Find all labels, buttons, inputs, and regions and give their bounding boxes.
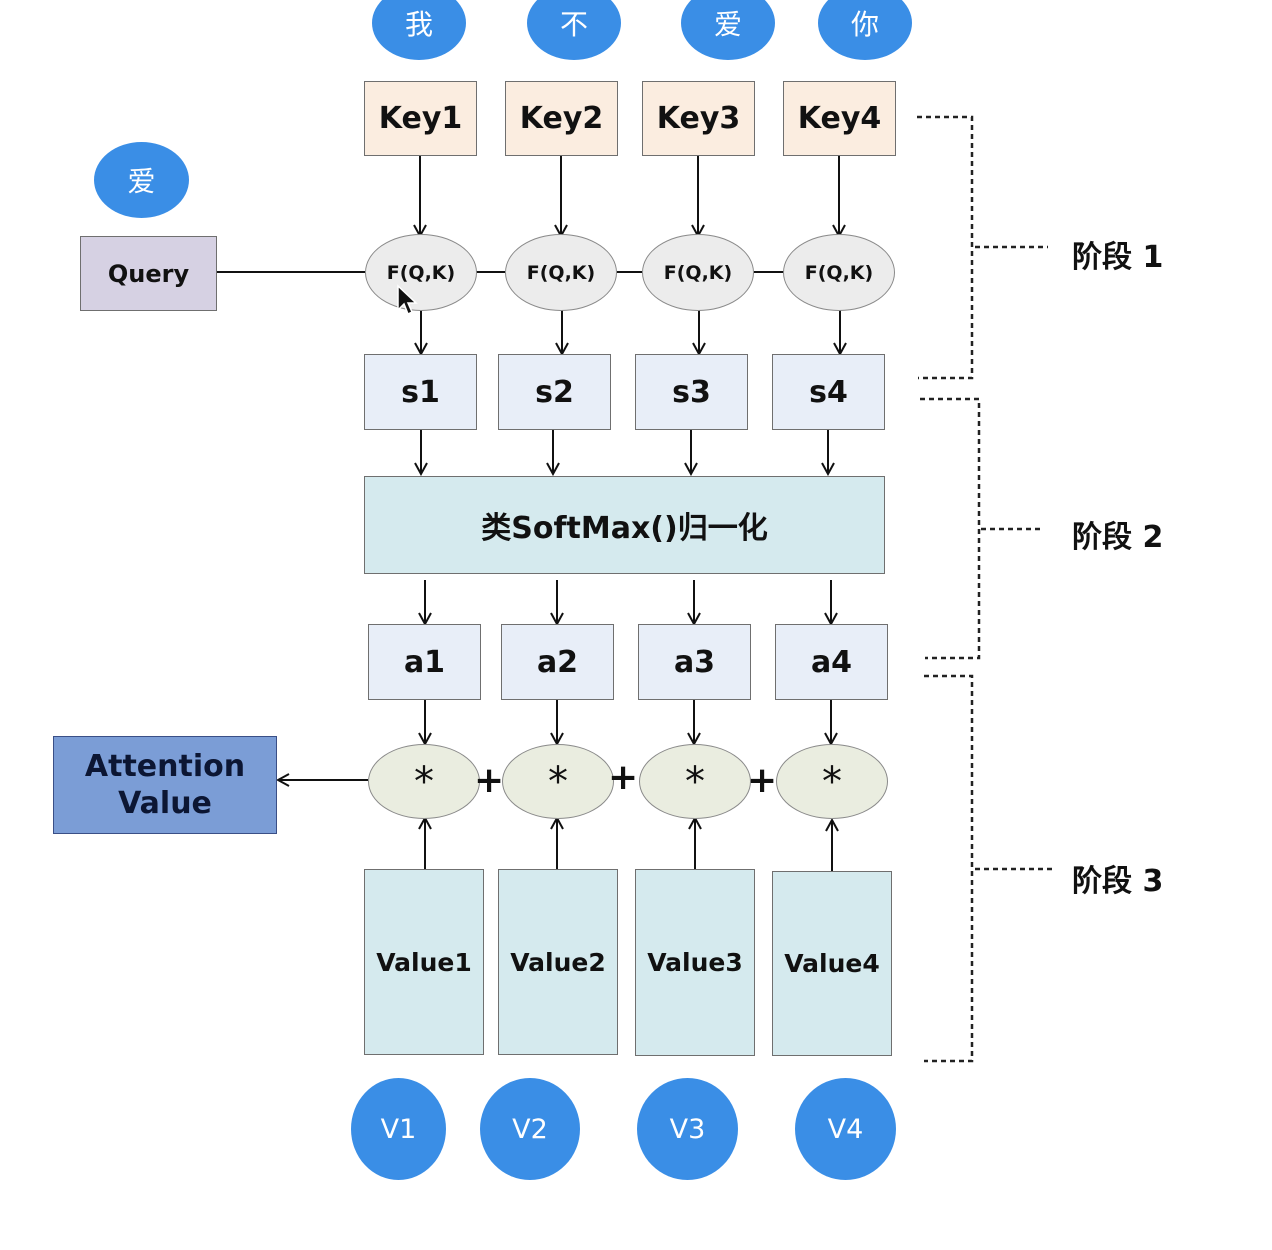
plus-sign: + xyxy=(747,760,778,801)
similarity-function-node: F(Q,K) xyxy=(783,234,895,311)
multiply-node: * xyxy=(502,744,614,819)
value-box: Value2 xyxy=(498,869,618,1055)
token-circle: 爱 xyxy=(681,0,775,60)
similarity-function-node: F(Q,K) xyxy=(642,234,754,311)
score-box: s1 xyxy=(364,354,477,430)
plus-sign: + xyxy=(608,757,639,798)
stage-label: 阶段 3 xyxy=(1072,864,1164,899)
key-box: Key3 xyxy=(642,81,755,156)
token-circle: 我 xyxy=(372,0,466,60)
query-box: Query xyxy=(80,236,217,311)
multiply-node: * xyxy=(368,744,480,819)
value-box: Value3 xyxy=(635,869,755,1056)
value-box: Value4 xyxy=(772,871,892,1056)
stage-label: 阶段 1 xyxy=(1072,240,1164,275)
query-token-circle: 爱 xyxy=(94,142,189,218)
value-token-circle: V3 xyxy=(637,1078,738,1180)
key-box: Key1 xyxy=(364,81,477,156)
value-token-circle: V2 xyxy=(480,1078,580,1180)
weight-box: a2 xyxy=(501,624,614,700)
similarity-function-node: F(Q,K) xyxy=(365,234,477,311)
attention-value-label-line1: Attention xyxy=(84,749,246,784)
multiply-node: * xyxy=(776,744,888,819)
weight-box: a3 xyxy=(638,624,751,700)
similarity-function-node: F(Q,K) xyxy=(505,234,617,311)
token-circle: 你 xyxy=(818,0,912,60)
weight-box: a4 xyxy=(775,624,888,700)
key-box: Key4 xyxy=(783,81,896,156)
score-box: s2 xyxy=(498,354,611,430)
score-box: s4 xyxy=(772,354,885,430)
stage-label: 阶段 2 xyxy=(1072,520,1164,555)
attention-value-label-line2: Value xyxy=(118,786,212,821)
weight-box: a1 xyxy=(368,624,481,700)
plus-sign: + xyxy=(474,760,505,801)
value-token-circle: V1 xyxy=(351,1078,446,1180)
attention-value-box: Attention Value xyxy=(53,736,277,834)
score-box: s3 xyxy=(635,354,748,430)
mouse-cursor-icon xyxy=(397,284,418,316)
value-box: Value1 xyxy=(364,869,484,1055)
multiply-node: * xyxy=(639,744,751,819)
token-circle: 不 xyxy=(527,0,621,60)
softmax-normalization-box: 类SoftMax()归一化 xyxy=(364,476,885,574)
value-token-circle: V4 xyxy=(795,1078,896,1180)
key-box: Key2 xyxy=(505,81,618,156)
